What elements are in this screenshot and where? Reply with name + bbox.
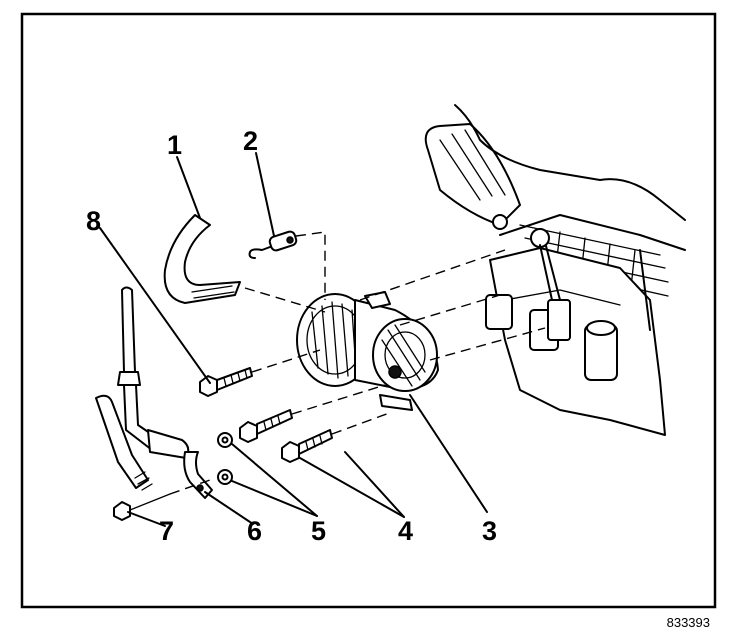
drive-belt bbox=[163, 214, 241, 304]
engine-block bbox=[424, 104, 686, 436]
callout-4: 4 bbox=[398, 516, 413, 546]
wire-terminal bbox=[248, 230, 298, 259]
bracket bbox=[183, 451, 213, 499]
callout-7: 7 bbox=[159, 516, 174, 546]
bolts-4 bbox=[239, 409, 333, 463]
callout-2: 2 bbox=[243, 126, 258, 156]
callout-3: 3 bbox=[482, 516, 497, 546]
callout-1: 1 bbox=[167, 130, 182, 160]
bolt-8 bbox=[199, 367, 253, 397]
bolt-7 bbox=[113, 493, 171, 521]
hose-assembly bbox=[95, 286, 190, 491]
washers-5 bbox=[217, 432, 233, 485]
generator bbox=[296, 291, 439, 411]
diagram-frame bbox=[20, 12, 717, 609]
callout-6: 6 bbox=[247, 516, 262, 546]
leader-lines bbox=[99, 152, 488, 527]
callout-8: 8 bbox=[86, 206, 101, 236]
alignment-lines bbox=[169, 231, 546, 495]
figure-id: 833393 bbox=[667, 615, 710, 630]
callout-5: 5 bbox=[311, 516, 326, 546]
